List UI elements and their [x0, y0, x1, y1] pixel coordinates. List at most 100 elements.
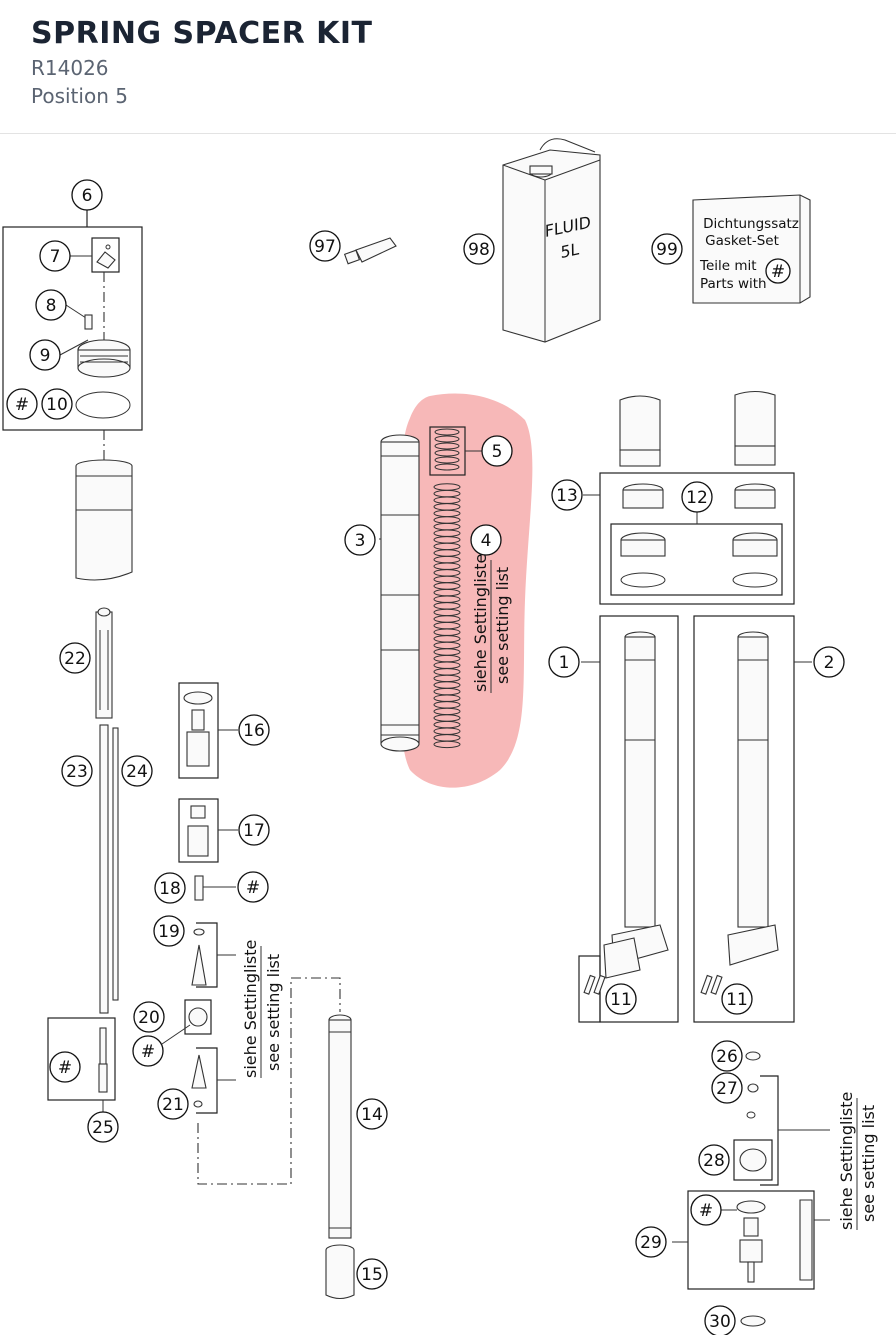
part-99-gasket-set: Dichtungssatz Gasket-Set Teile mit Parts…: [692, 194, 811, 304]
spring-coil: [433, 740, 461, 749]
callout-label: 26: [716, 1047, 738, 1067]
callout-c24: 24: [121, 755, 153, 787]
callout-c10: 10: [41, 388, 73, 420]
callout-circle: [238, 714, 270, 746]
callout-circle: [6, 388, 38, 420]
callout-circle: [59, 642, 91, 674]
callout-hash20: #: [132, 1035, 164, 1067]
callout-hash10: #: [6, 388, 38, 420]
callout-label: 97: [314, 237, 336, 257]
tube-under-6: [75, 459, 133, 581]
callout-c13: 13: [551, 479, 583, 511]
callout-label: 99: [656, 240, 678, 260]
part-15-nut: [325, 1244, 355, 1300]
part-group-17: [178, 798, 238, 863]
callout-label: 5: [492, 442, 503, 462]
callout-hash25: #: [49, 1051, 81, 1083]
callout-label: #: [58, 1058, 72, 1078]
callout-circle: [698, 1144, 730, 1176]
callout-circle: [813, 646, 845, 678]
callout-label: 21: [162, 1095, 184, 1115]
part-group-19-21: [161, 922, 236, 1114]
callout-circle: [238, 814, 270, 846]
callout-circle: [29, 339, 61, 371]
callout-label: 16: [243, 721, 265, 741]
part-5-spring-spacer: [429, 426, 482, 476]
callout-circle: [61, 755, 93, 787]
callout-label: 7: [50, 247, 61, 267]
callout-c20: 20: [133, 1001, 165, 1033]
callout-circle: [548, 646, 580, 678]
callout-c12: 12: [681, 481, 713, 513]
callout-label: 12: [686, 488, 708, 508]
part-4-spring: [433, 483, 461, 749]
callout-label: 2: [824, 653, 835, 673]
part-2-fork-leg: [693, 615, 812, 1023]
callout-circle: [356, 1258, 388, 1290]
spacer-coil: [434, 456, 460, 464]
setting-note-spring: siehe Settingliste see setting list: [471, 554, 512, 693]
callout-label: 98: [468, 240, 490, 260]
article-number: R14026: [31, 56, 109, 80]
callout-label: 29: [640, 1233, 662, 1253]
callout-label: 6: [82, 186, 93, 206]
callout-c21: 21: [157, 1088, 189, 1120]
setting-note-de-base: siehe Settingliste: [837, 1092, 856, 1230]
part-22-23-24-damper-rod: [95, 607, 119, 1014]
callout-label: 23: [66, 762, 88, 782]
callout-c15: 15: [356, 1258, 388, 1290]
callout-c14: 14: [356, 1098, 388, 1130]
callout-circle: [551, 479, 583, 511]
callout-circle: [721, 983, 753, 1015]
callout-circle: [635, 1226, 667, 1258]
callout-label: 30: [709, 1312, 731, 1332]
callout-circle: [704, 1305, 736, 1335]
callout-circle: [690, 1194, 722, 1226]
part-group-6: [2, 210, 143, 465]
callout-label: 3: [355, 531, 366, 551]
connector-line: [197, 977, 341, 1185]
part-14-tube: [328, 1014, 352, 1239]
callout-label: 24: [126, 762, 148, 782]
spacer-coil: [434, 435, 460, 443]
callout-c9: 9: [29, 339, 61, 371]
callout-label: 19: [158, 922, 180, 942]
part-group-26-30: [672, 1051, 830, 1327]
callout-circle: [463, 233, 495, 265]
setting-note-en-spring: see setting list: [493, 567, 512, 684]
part-97-grease-tube: [343, 237, 397, 265]
callout-circle: [49, 1051, 81, 1083]
callout-c8: 8: [35, 289, 67, 321]
page-title: SPRING SPACER KIT: [31, 16, 373, 51]
part-1-fork-leg: [578, 615, 679, 1023]
callout-c3: 3: [344, 524, 376, 556]
callout-circle: [157, 1088, 189, 1120]
callout-c18: 18: [154, 872, 186, 904]
spacer-coil: [434, 428, 460, 436]
setting-note-de-shims: siehe Settingliste: [241, 940, 260, 1078]
callout-c98: 98: [463, 233, 495, 265]
callout-circle: [35, 289, 67, 321]
part-98-fluid-canister: FLUID 5L: [502, 138, 601, 343]
callout-circle: [132, 1035, 164, 1067]
callout-label: 10: [46, 395, 68, 415]
callout-circle: [356, 1098, 388, 1130]
callout-c11b: 11: [721, 983, 753, 1015]
callout-circle: [121, 755, 153, 787]
callout-label: #: [141, 1042, 155, 1062]
callout-circle: [133, 1001, 165, 1033]
spacer-coil: [434, 449, 460, 457]
callout-circle: [470, 524, 502, 556]
setting-note-shims: siehe Settingliste see setting list: [241, 940, 283, 1078]
exploded-parts-diagram: FLUID 5L Dichtungssatz Gasket-Set Teile …: [2, 138, 878, 1335]
part-group-12-13: [583, 390, 795, 605]
position-label: Position 5: [31, 84, 128, 108]
callout-circle: [344, 524, 376, 556]
part-18-valve: [194, 875, 236, 901]
part-group-16: [178, 682, 238, 779]
spacer-coil: [434, 463, 460, 471]
callout-c7: 7: [39, 240, 71, 272]
callout-circle: [154, 872, 186, 904]
callout-c28: 28: [698, 1144, 730, 1176]
